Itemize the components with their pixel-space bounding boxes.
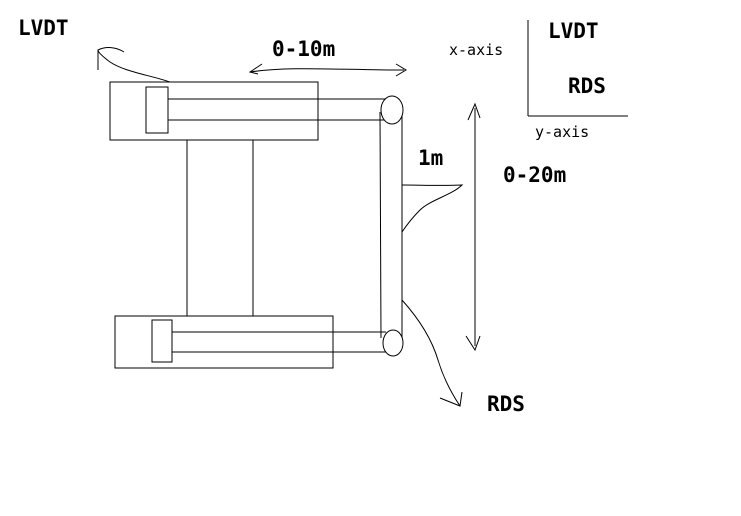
range-x-label: 0-10m [272,37,335,61]
legend-rds-label: RDS [568,74,606,98]
range-x-arrowhead-left [248,63,263,75]
length-1m-label: 1m [418,146,443,170]
top-pulley [380,95,404,125]
lvdt-leader-arrowhead [97,47,125,70]
range-y-arrowhead-top [467,102,481,121]
range-x-arrow-line [249,68,405,73]
lvdt-label: LVDT [18,16,69,40]
bottom-cylinder-body [114,315,334,369]
top-cylinder-body [109,81,319,141]
rds-leader-line [401,299,461,407]
lvdt-leader-line [97,49,171,83]
legend-x-axis-label: x-axis [449,41,503,59]
range-y-arrowhead-bottom [465,335,481,352]
link-left-edge [379,111,382,339]
rds-label: RDS [487,392,525,416]
rds-leader-arrowhead [439,391,463,407]
legend-y-axis-label: y-axis [535,123,589,141]
range-y-label: 0-20m [503,163,566,187]
length-1m-leader [401,184,464,233]
range-x-arrowhead-right [395,63,407,77]
bottom-pulley [382,329,404,357]
central-column [186,139,254,317]
legend-lvdt-label: LVDT [548,19,599,43]
top-piston-head [145,86,169,134]
bottom-piston-head [151,319,173,363]
